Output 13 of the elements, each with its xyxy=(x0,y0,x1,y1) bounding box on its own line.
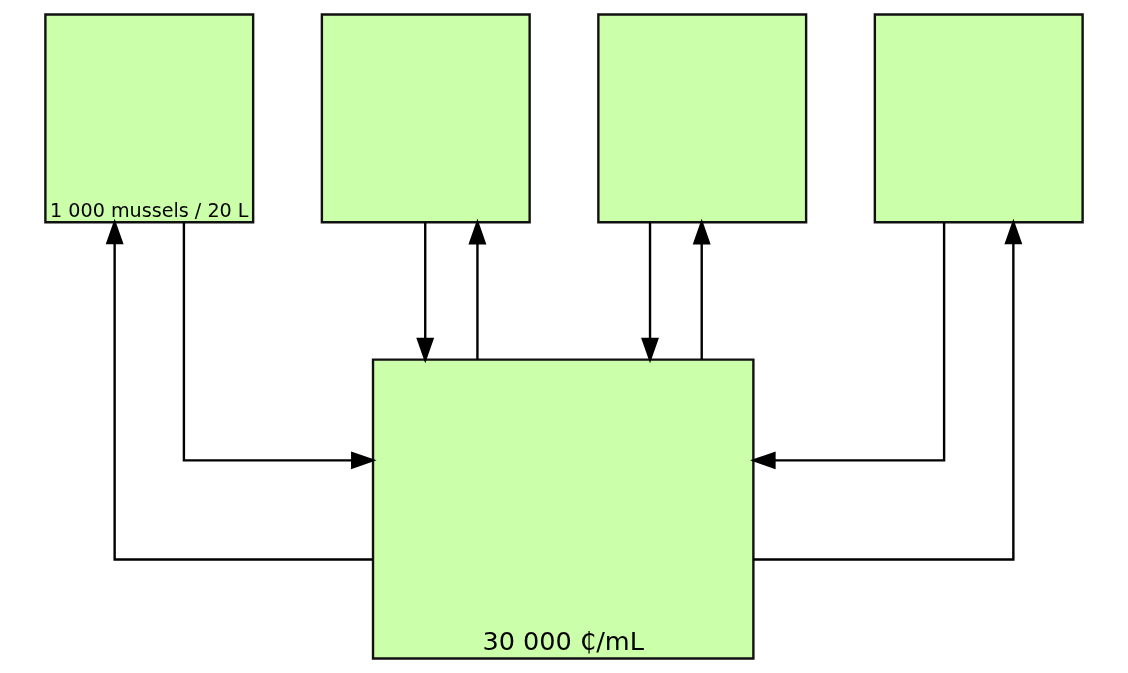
node-box xyxy=(597,13,808,224)
node-box: 30 000 ₵/mL xyxy=(371,358,755,660)
arrow xyxy=(182,222,377,470)
arrow xyxy=(750,222,946,470)
arrow xyxy=(641,222,659,364)
node-box xyxy=(320,13,531,224)
arrow xyxy=(416,222,435,364)
arrow xyxy=(692,218,711,360)
node-box: 1 000 mussels / 20 L xyxy=(44,13,255,224)
node-box xyxy=(873,13,1084,224)
arrow xyxy=(105,218,373,561)
arrow xyxy=(753,218,1023,561)
arrow xyxy=(468,218,487,360)
